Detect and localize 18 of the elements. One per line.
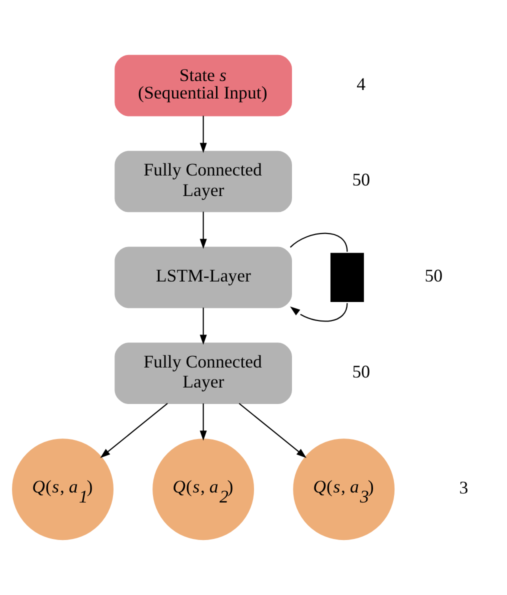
arrow bbox=[238, 403, 306, 458]
connector bbox=[290, 232, 348, 252]
node-box: State s (Sequential Input) bbox=[114, 54, 292, 116]
arrow bbox=[100, 403, 168, 458]
arrow bbox=[200, 403, 207, 441]
label: 50 bbox=[352, 170, 370, 190]
node-box bbox=[330, 252, 364, 302]
arrow bbox=[200, 212, 207, 249]
node-box: Fully Connected Layer bbox=[114, 150, 292, 212]
label: 50 bbox=[424, 266, 443, 286]
label: 4 bbox=[356, 74, 366, 94]
arrow bbox=[200, 308, 207, 345]
node-box: LSTM-Layer bbox=[114, 246, 292, 308]
label: 3 bbox=[459, 478, 468, 498]
label: 50 bbox=[352, 362, 370, 382]
node-box: Fully Connected Layer bbox=[114, 342, 292, 404]
arrow bbox=[290, 303, 348, 322]
arrow bbox=[200, 116, 207, 153]
